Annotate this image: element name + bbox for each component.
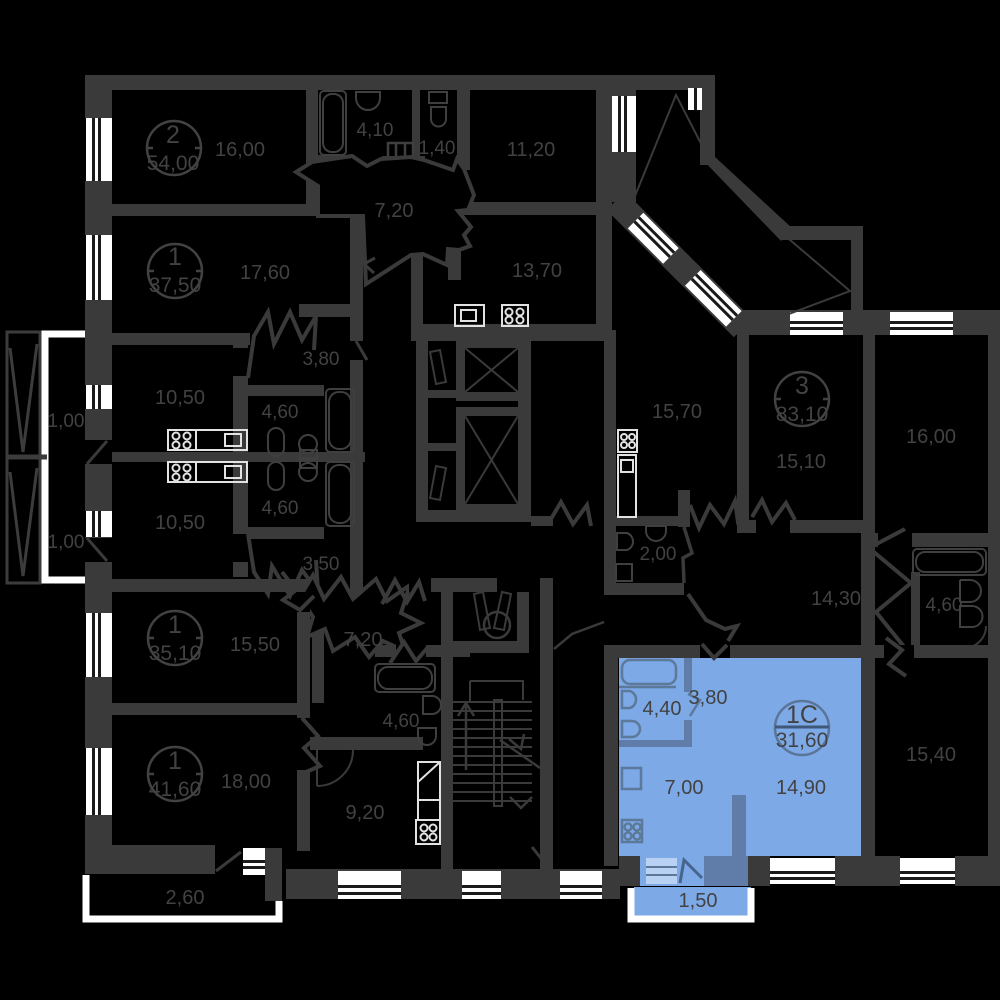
svg-text:1,50: 1,50 — [679, 890, 718, 912]
svg-text:15,40: 15,40 — [906, 744, 956, 766]
svg-text:2,60: 2,60 — [166, 887, 205, 909]
svg-text:1: 1 — [168, 243, 182, 271]
svg-text:1,00: 1,00 — [48, 532, 85, 553]
svg-text:4,60: 4,60 — [262, 498, 299, 519]
svg-text:4,60: 4,60 — [262, 402, 299, 423]
svg-text:15,50: 15,50 — [230, 634, 280, 656]
svg-text:4,60: 4,60 — [926, 595, 963, 616]
svg-text:14,30: 14,30 — [811, 588, 861, 610]
svg-text:3: 3 — [795, 372, 809, 400]
svg-text:2: 2 — [166, 121, 180, 149]
svg-text:10,50: 10,50 — [155, 512, 205, 534]
svg-text:4,40: 4,40 — [643, 698, 682, 720]
svg-text:16,00: 16,00 — [906, 426, 956, 448]
svg-text:3,80: 3,80 — [689, 687, 728, 709]
svg-text:15,10: 15,10 — [776, 451, 826, 473]
svg-text:1: 1 — [168, 747, 182, 775]
svg-text:54,00: 54,00 — [147, 152, 200, 175]
svg-text:31,60: 31,60 — [776, 729, 829, 752]
svg-text:4,10: 4,10 — [357, 120, 394, 141]
svg-text:2,00: 2,00 — [640, 544, 677, 565]
svg-text:9,20: 9,20 — [346, 802, 385, 824]
svg-text:7,20: 7,20 — [344, 629, 383, 651]
svg-text:37,50: 37,50 — [149, 274, 202, 297]
svg-text:7,20: 7,20 — [375, 200, 414, 222]
svg-text:1,40: 1,40 — [419, 138, 456, 159]
svg-text:35,10: 35,10 — [149, 642, 202, 665]
svg-text:1: 1 — [168, 611, 182, 639]
svg-text:16,00: 16,00 — [215, 139, 265, 161]
svg-text:13,70: 13,70 — [512, 260, 562, 282]
svg-text:7,00: 7,00 — [665, 777, 704, 799]
svg-text:11,20: 11,20 — [507, 139, 556, 161]
svg-text:14,90: 14,90 — [776, 777, 826, 799]
svg-text:83,10: 83,10 — [776, 403, 829, 426]
svg-text:15,70: 15,70 — [652, 401, 702, 423]
svg-text:1,00: 1,00 — [48, 411, 85, 432]
svg-text:18,00: 18,00 — [221, 771, 271, 793]
svg-text:1C: 1C — [786, 701, 818, 729]
svg-text:3,50: 3,50 — [303, 554, 340, 575]
svg-text:10,50: 10,50 — [155, 387, 205, 409]
svg-text:41,60: 41,60 — [149, 778, 202, 801]
svg-text:4,60: 4,60 — [383, 711, 420, 732]
svg-text:17,60: 17,60 — [240, 262, 290, 284]
svg-text:3,80: 3,80 — [303, 349, 340, 370]
